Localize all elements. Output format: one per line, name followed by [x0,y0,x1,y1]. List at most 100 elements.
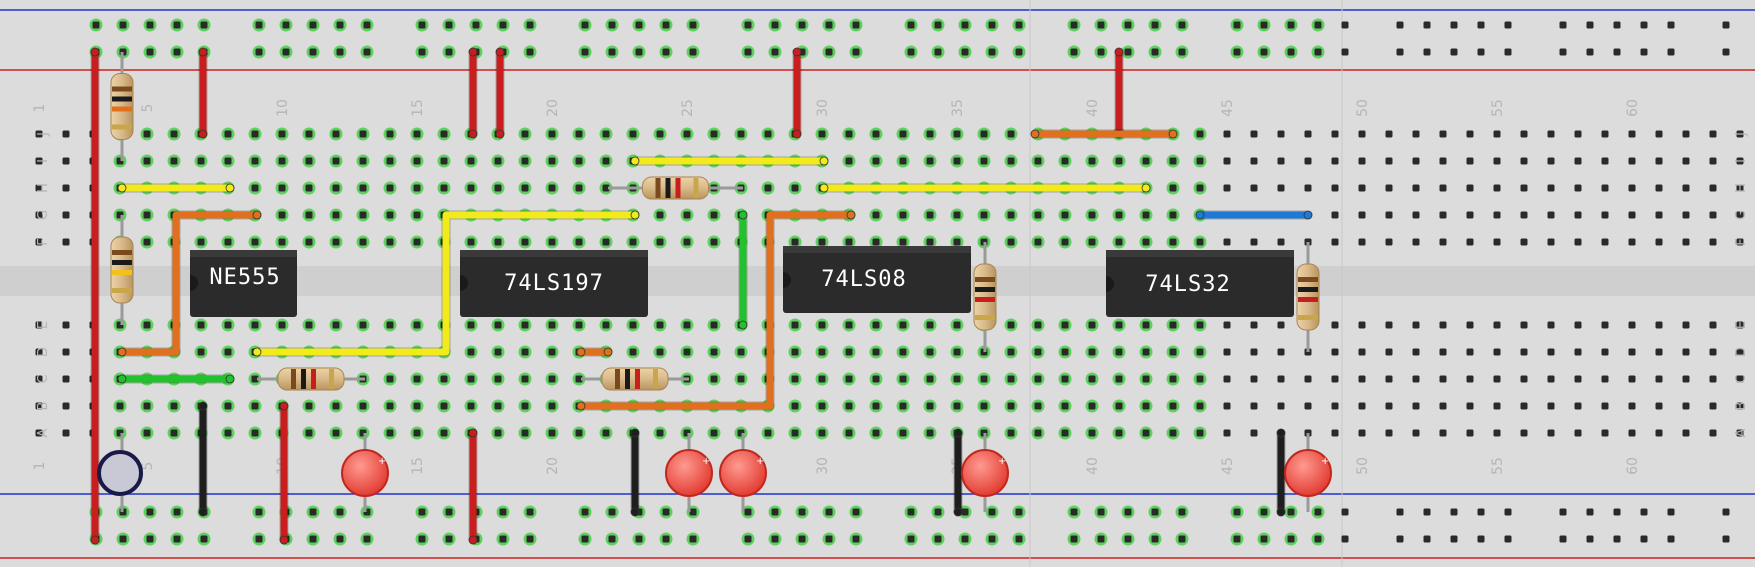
hole [143,321,151,329]
wire-end [1195,210,1205,220]
hole [1277,321,1285,329]
hole [1223,157,1231,165]
hole [413,238,421,246]
rail-hole [1667,535,1675,543]
hole [1061,211,1069,219]
rail-hole [363,535,371,543]
hole [1709,321,1717,329]
hole [1331,375,1339,383]
hole [764,184,772,192]
ic-74ls32[interactable]: 74LS32 [1106,250,1294,317]
column-number: 1 [32,462,48,471]
hole [1655,184,1663,192]
hole [1493,184,1501,192]
hole [1547,429,1555,437]
ic-ne555[interactable]: NE555 [190,250,297,317]
hole [305,211,313,219]
led-plus-mark: + [756,456,764,467]
hole [602,321,610,329]
hole [1520,348,1528,356]
hole [602,130,610,138]
hole [521,375,529,383]
rail-hole [852,21,860,29]
hole [197,157,205,165]
hole [845,348,853,356]
row-letter: D [1734,347,1749,357]
rail-hole [1015,508,1023,516]
hole [1709,184,1717,192]
hole [1493,211,1501,219]
rail-hole [1559,508,1567,516]
rail-hole [418,508,426,516]
resistor [110,52,134,161]
wire-end [90,535,100,545]
hole [1331,348,1339,356]
hole [548,130,556,138]
rail-hole [336,535,344,543]
hole [1007,375,1015,383]
wire-end [198,47,208,57]
resistor-band [112,124,132,130]
hole [1547,375,1555,383]
hole [278,184,286,192]
hole [1601,130,1609,138]
hole [494,184,502,192]
row-letter: C [36,374,51,383]
wire-end [468,47,478,57]
rail-hole [1477,508,1485,516]
resistor-band [301,369,306,389]
row-letter: F [36,238,51,245]
hole [332,238,340,246]
hole [143,402,151,410]
wire-end [792,47,802,57]
hole [62,321,70,329]
column-number: 60 [1625,457,1641,475]
hole [926,211,934,219]
hole [494,321,502,329]
hole [1061,375,1069,383]
hole [710,321,718,329]
hole [1412,184,1420,192]
rail-hole [1640,21,1648,29]
hole [1682,238,1690,246]
hole [1250,429,1258,437]
led: + [1284,433,1332,512]
hole [1142,402,1150,410]
rail-hole [1124,535,1132,543]
hole [413,321,421,329]
rail-hole [798,508,806,516]
hole [1655,130,1663,138]
resistor-band [311,369,316,389]
hole [1142,238,1150,246]
hole [1736,429,1744,437]
hole [278,130,286,138]
rail-hole [1722,508,1730,516]
rail-hole [445,21,453,29]
hole [1088,348,1096,356]
rail-hole [119,535,127,543]
hole [1223,375,1231,383]
hole [62,429,70,437]
hole [1061,402,1069,410]
hole [926,348,934,356]
resistor-band [625,369,630,389]
hole [1385,130,1393,138]
hole [1466,402,1474,410]
rail-hole [499,508,507,516]
wire-end [279,401,289,411]
wire-end [117,183,127,193]
rail-hole [608,508,616,516]
wire-end [1141,183,1151,193]
ic-74ls08[interactable]: 74LS08 [783,246,971,313]
hole [1007,211,1015,219]
wire-end [90,47,100,57]
ic-74ls197[interactable]: 74LS197 [460,250,648,317]
hole [35,402,43,410]
hole [521,130,529,138]
resistor-band [329,369,334,389]
column-number: 30 [815,457,831,475]
rail-hole [1260,508,1268,516]
resistor-band [655,178,661,198]
hole [521,184,529,192]
